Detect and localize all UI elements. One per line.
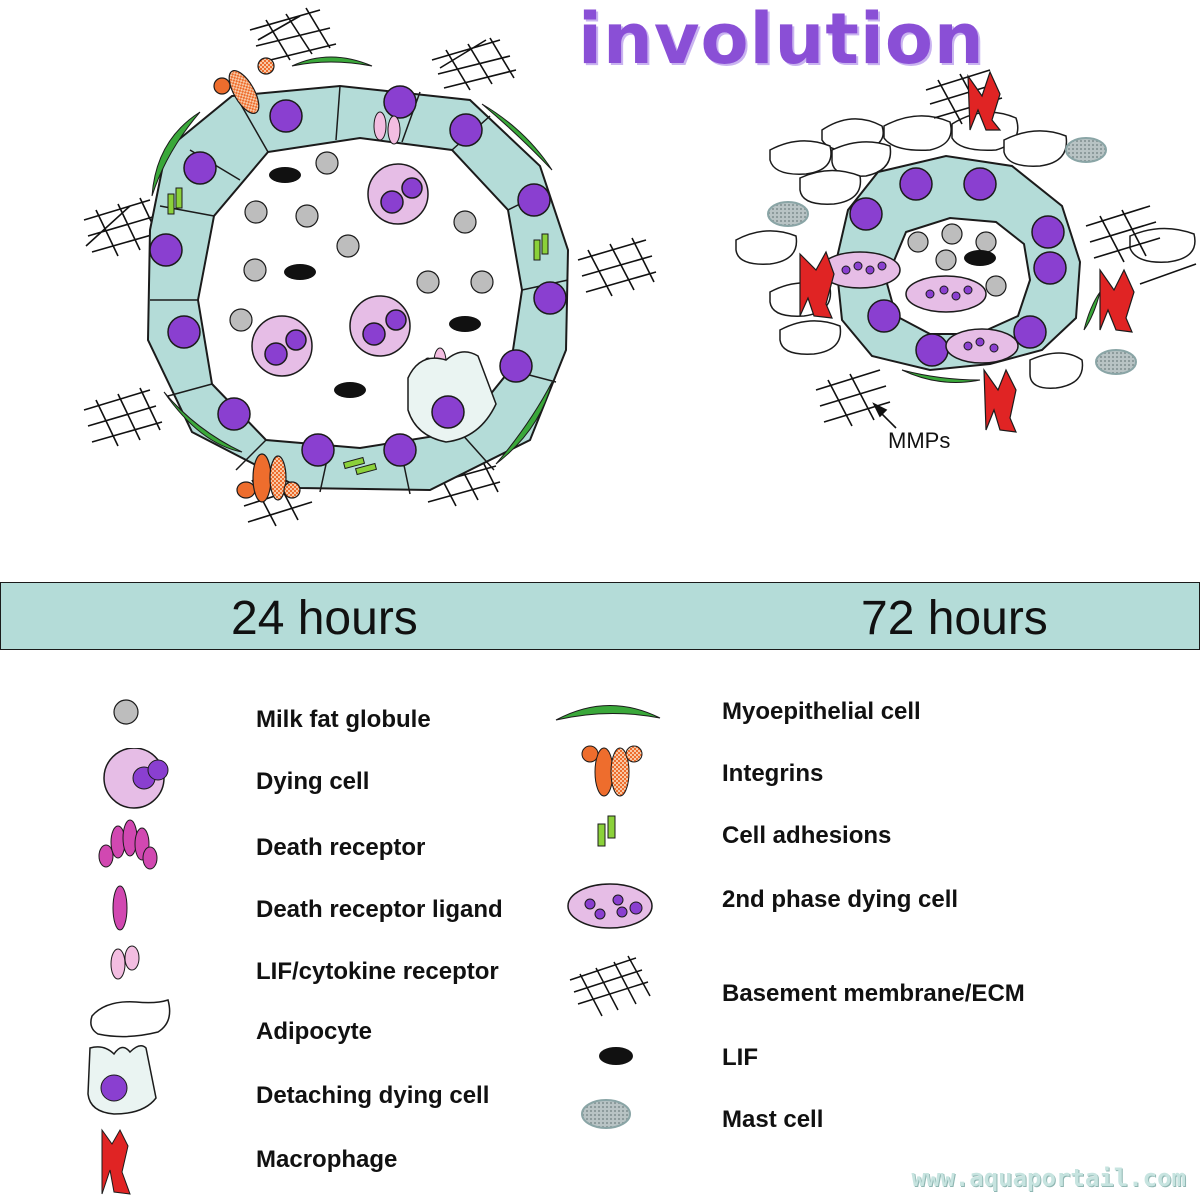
timeline-end-label: 72 hours (861, 592, 1048, 645)
myoepithelial-cells-72h (901, 291, 1101, 383)
integrins-icon (581, 745, 643, 797)
death-receptor-ligand-icon (112, 885, 128, 931)
lif-cytokine-receptor-icon (110, 945, 140, 980)
timeline-bar: 24 hours 72 hours (0, 582, 1200, 650)
macrophage-icon (101, 1128, 131, 1195)
lif-icon (599, 1047, 633, 1065)
legend-item-dying-cell: Dying cell (100, 748, 550, 809)
lif-24h (269, 167, 481, 398)
legend-item-lif-cytokine-receptor: LIF/cytokine receptor (106, 940, 556, 1000)
legend-label: Dying cell (256, 768, 370, 795)
legend-label: Integrins (722, 760, 824, 787)
diagram-title: involution (578, 0, 985, 80)
cell-adhesions-24h (167, 187, 549, 476)
legend-label: Adipocyte (256, 1018, 373, 1045)
legend-label: LIF/cytokine receptor (256, 958, 499, 985)
death-receptor-icon (98, 819, 158, 870)
legend-label: Death receptor (256, 834, 426, 861)
legend-label: 2nd phase dying cell (722, 886, 959, 913)
dying-cell-icon (103, 748, 169, 809)
legend-item-adipocyte: Adipocyte (86, 996, 556, 1056)
timeline-start-label: 24 hours (231, 592, 418, 645)
alveolus-72h (735, 69, 1197, 433)
second-phase-dying-cells-72h (819, 251, 1019, 364)
myoepithelial-cell-icon (555, 705, 661, 721)
basement-membrane-icon (569, 955, 651, 1017)
milk-fat-globule-icon (113, 699, 139, 725)
adipocyte-icon (90, 999, 171, 1038)
cell-adhesions-icon (597, 815, 616, 847)
legend-label: Milk fat globule (256, 706, 431, 733)
mast-cell-icon (581, 1099, 631, 1129)
milk-fat-globules-24h (229, 151, 494, 332)
epithelial-ring-24h (146, 84, 570, 492)
alveolus-24h (83, 7, 657, 527)
source-watermark: www.aquaportail.com (911, 1164, 1186, 1192)
legend-item-2nd-phase-dying-cell: 2nd phase dying cell (566, 876, 1126, 936)
lif-72h (964, 250, 996, 266)
macrophages-72h (799, 70, 1135, 433)
legend-item-lif: LIF (598, 1040, 1158, 1100)
legend-label: LIF (722, 1044, 758, 1071)
integrins-24h (213, 57, 301, 503)
legend-label: Macrophage (256, 1146, 398, 1173)
legend-item-milk-fat-globule: Milk fat globule (100, 690, 550, 750)
legend-item-basement-membrane-ecm: Basement membrane/ECM (566, 950, 1126, 1020)
legend-label: Death receptor ligand (256, 896, 503, 923)
ecm-hatching-72h (815, 69, 1197, 427)
myoepithelial-cells-24h (151, 56, 553, 465)
legend-label: Cell adhesions (722, 822, 892, 849)
mmps-arrow (872, 402, 897, 429)
legend-item-detaching-dying-cell: Detaching dying cell (84, 1038, 554, 1118)
legend-item-mast-cell: Mast cell (578, 1094, 1138, 1154)
legend-label: Detaching dying cell (256, 1082, 490, 1109)
legend-item-myoepithelial-cell: Myoepithelial cell (552, 690, 1112, 750)
dying-cells-24h (251, 163, 429, 377)
mmps-label: MMPs (888, 428, 951, 453)
legend-item-death-receptor: Death receptor (96, 816, 546, 876)
legend-item-death-receptor-ligand: Death receptor ligand (108, 878, 558, 938)
legend-item-integrins: Integrins (580, 742, 1140, 802)
epithelial-nuclei-24h (149, 85, 567, 467)
detaching-cell-24h (407, 351, 497, 443)
involution-diagram (83, 7, 1197, 527)
legend-item-macrophage: Macrophage (98, 1126, 548, 1196)
detaching-dying-cell-icon (87, 1045, 157, 1115)
epithelial-nuclei-72h (849, 167, 1067, 367)
legend-label: Mast cell (722, 1106, 824, 1133)
legend-item-cell-adhesions: Cell adhesions (596, 810, 1156, 870)
second-phase-dying-cell-icon (567, 883, 653, 929)
legend-label: Myoepithelial cell (722, 698, 921, 725)
mast-cells-72h (767, 137, 1137, 375)
legend-label: Basement membrane/ECM (722, 980, 1025, 1007)
